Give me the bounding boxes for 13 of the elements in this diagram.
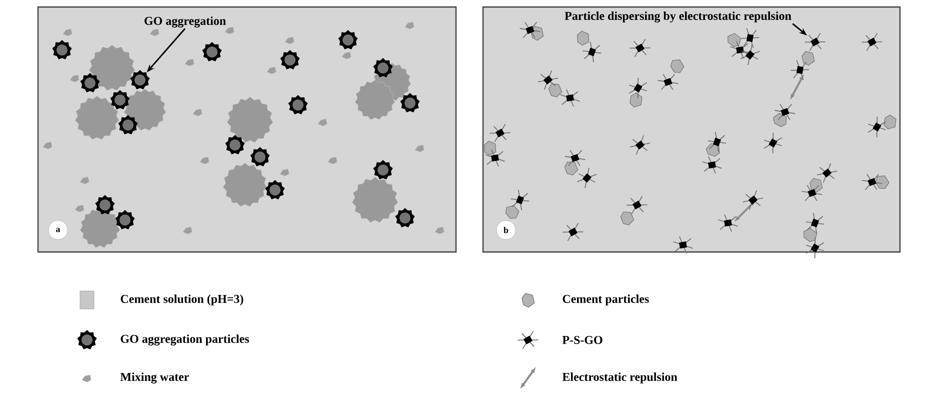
p-s-go-particle: [804, 32, 826, 52]
annotation-text: GO aggregation: [144, 16, 226, 28]
legend-text: Cement particles: [562, 294, 649, 306]
legend-text: Cement solution (pH=3): [120, 294, 244, 306]
legend-text: P-S-GO: [562, 336, 602, 344]
go-particle: [130, 70, 150, 90]
legend-text: Mixing water: [120, 372, 189, 384]
legend-text: Electrostatic repulsion: [562, 372, 678, 384]
panel-letter: a: [48, 220, 68, 240]
legend-text: GO aggregation particles: [120, 334, 249, 346]
panel-box: [482, 6, 901, 253]
panel-letter: b: [496, 220, 516, 240]
annotation-text: Particle dispersing by electrostatic repulsion: [564, 12, 792, 22]
